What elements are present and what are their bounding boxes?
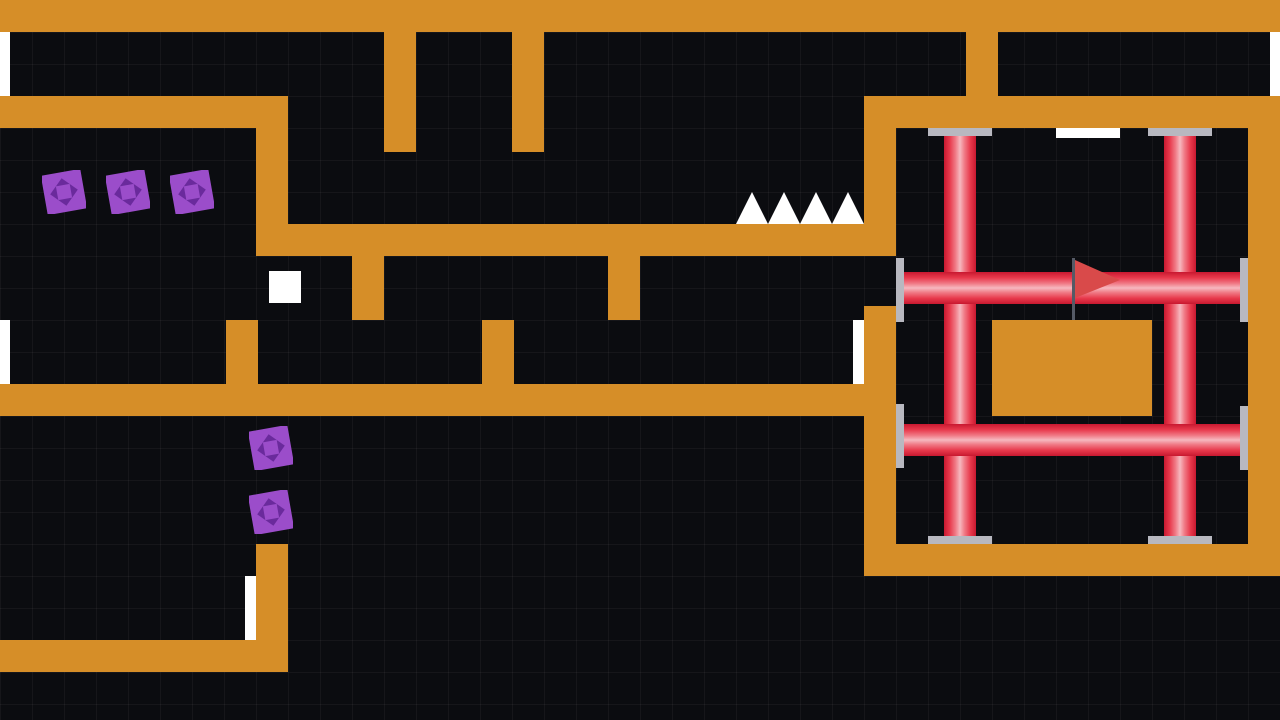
wall-middle-drop-2 [608, 256, 640, 320]
wall-top-pillar-1 [384, 32, 416, 152]
wall-floor-bump-2 [482, 320, 514, 384]
triangle-spikes-icon [736, 192, 864, 224]
grey-emitter-block-icon [1240, 258, 1248, 322]
wall-goal-top [864, 96, 1280, 128]
door-left-middle [0, 320, 10, 384]
wall-middle-floor [0, 384, 896, 416]
door-corridor-exit [853, 320, 864, 384]
wall-top-pillar-2 [512, 32, 544, 152]
laser-beam-vertical-right [1164, 136, 1196, 536]
grey-emitter-block-icon [896, 404, 904, 468]
wall-top-pillar-3 [966, 32, 998, 98]
spike [736, 192, 768, 224]
wall-top-border [0, 0, 1280, 32]
purple-diamond-crate-icon[interactable] [170, 170, 214, 214]
wall-goal-left-lower [864, 306, 896, 576]
grey-emitter-block-icon [1148, 536, 1212, 544]
wall-goal-right [1248, 96, 1280, 576]
purple-diamond-crate-icon[interactable] [249, 490, 293, 534]
purple-diamond-crate-icon[interactable] [42, 170, 86, 214]
door-lower-left [245, 576, 256, 640]
wall-goal-left-upper [864, 96, 896, 256]
grey-emitter-block-icon [896, 258, 904, 322]
wall-lower-left-floor [0, 640, 288, 672]
grey-emitter-block-icon [928, 128, 992, 136]
wall-floor-bump-1 [226, 320, 258, 384]
spike [768, 192, 800, 224]
door-left-upper [0, 32, 10, 96]
grey-emitter-block-icon [1240, 406, 1248, 470]
grey-emitter-block-icon [1148, 128, 1212, 136]
wall-goal-bottom [864, 544, 1280, 576]
wall-goal-center-block [992, 320, 1152, 416]
spike [800, 192, 832, 224]
laser-beam-vertical-left [944, 136, 976, 536]
wall-upper-left-ledge [0, 96, 288, 128]
purple-diamond-crate-icon[interactable] [106, 170, 150, 214]
wall-middle-ceiling [256, 224, 896, 256]
door-right-upper [1270, 32, 1280, 96]
wall-middle-drop-1 [352, 256, 384, 320]
player-icon[interactable] [269, 271, 301, 303]
laser-beam-horizontal-lower [904, 424, 1240, 456]
grey-emitter-block-icon [928, 536, 992, 544]
door-goal-top [1056, 128, 1120, 138]
spike [832, 192, 864, 224]
red-flag-icon[interactable] [1072, 258, 1124, 320]
purple-diamond-crate-icon[interactable] [249, 426, 293, 470]
